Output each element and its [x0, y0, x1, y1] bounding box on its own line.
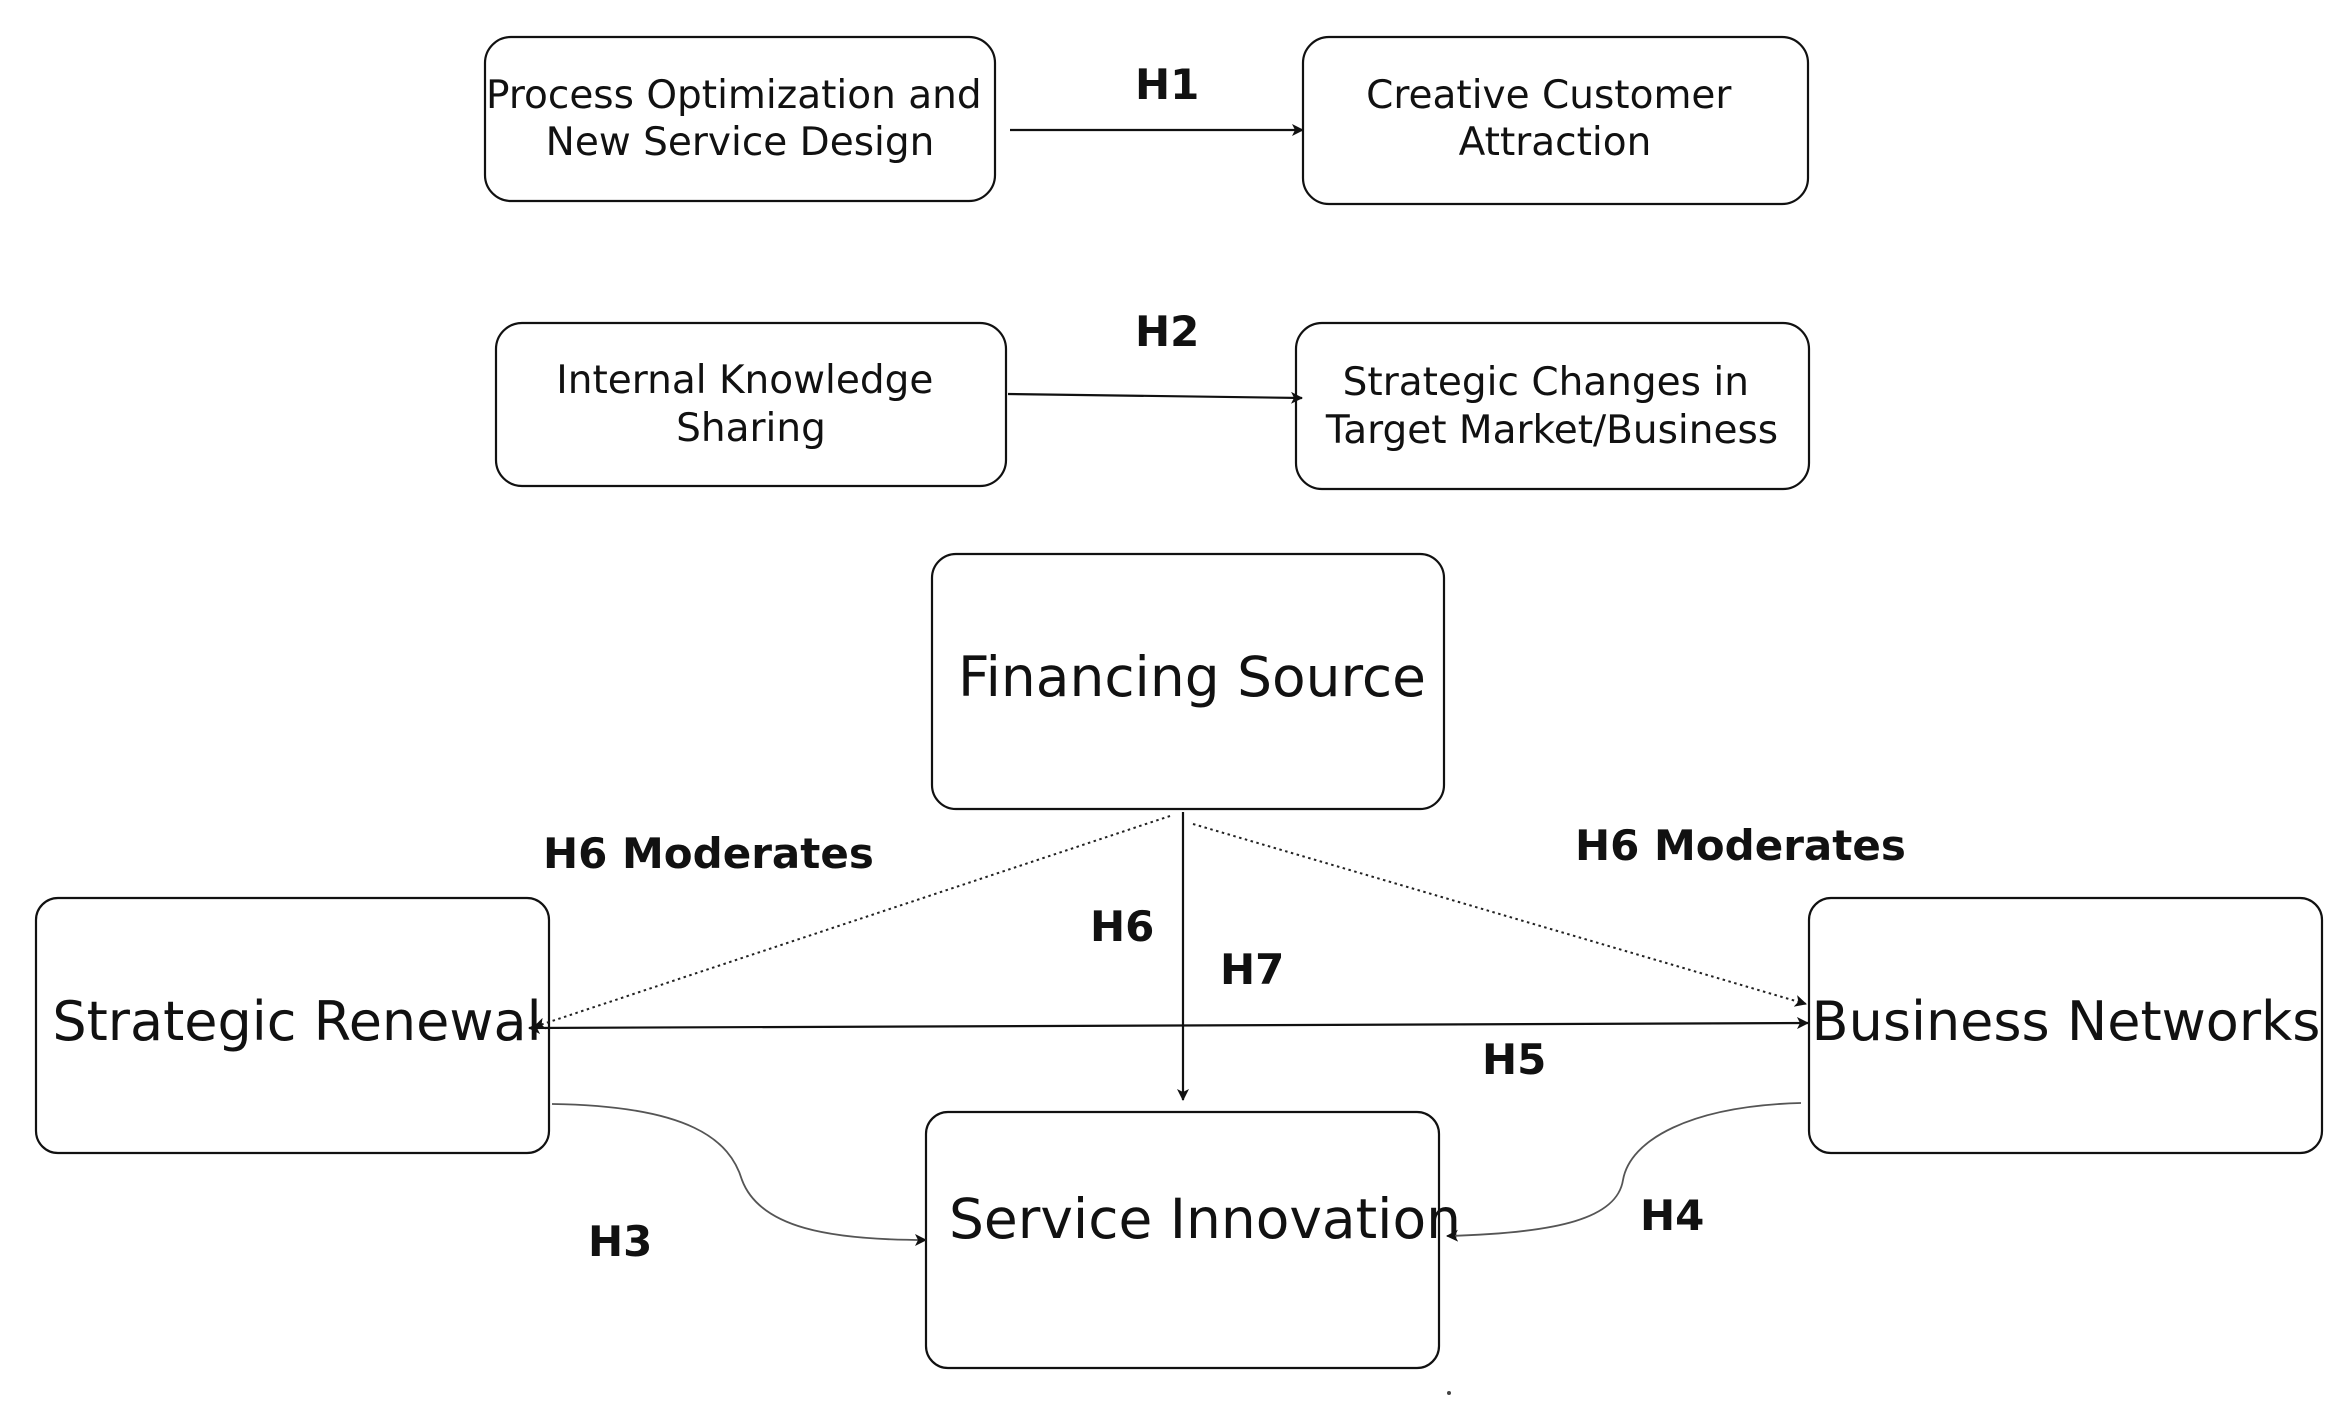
label-h1: H1 — [1135, 60, 1199, 109]
node-business-networks-label: Business Networks — [1812, 990, 2321, 1053]
label-h6: H6 — [1090, 902, 1154, 951]
label-h2: H2 — [1135, 307, 1199, 356]
svg-text:Internal Knowledge Sh: Internal Knowledge Sharing — [556, 358, 946, 451]
node-creative-customer-attraction: Creative Customer Attraction — [1301, 35, 1810, 206]
arrow-h2 — [1007, 391, 1303, 404]
label-h7: H7 — [1220, 945, 1284, 994]
node-process-optimization-line-1: Process Optimization and — [486, 73, 982, 118]
curved-arrow-h3 — [551, 1103, 927, 1246]
node-strategic-renewal: Strategic Renewal — [34, 896, 551, 1155]
dotted-arrow-h6-moderates-right — [1192, 823, 1807, 1007]
dotted-arrow-h6-moderates-left — [533, 815, 1171, 1030]
node-business-networks: Business Networks — [1807, 896, 2324, 1155]
node-creative-customer-line-1: Creative Customer — [1366, 73, 1732, 118]
svg-text:Creative Customer Att: Creative Customer Attraction — [1366, 73, 1744, 165]
node-financing-source: Financing Source — [930, 552, 1446, 811]
node-internal-knowledge-sharing: Internal Knowledge Sharing — [494, 321, 1008, 488]
node-strategic-changes: Strategic Changes in Target Market/Busin… — [1294, 321, 1811, 491]
label-h6-moderates-left: H6 Moderates — [543, 829, 874, 878]
node-strategic-changes-line-1: Strategic Changes in — [1343, 360, 1749, 405]
node-internal-knowledge-line-1: Internal Knowledge — [556, 358, 933, 403]
node-process-optimization: Process Optimization and New Service Des… — [483, 35, 997, 203]
node-strategic-changes-line-2: Target Market/Business — [1325, 408, 1778, 453]
curved-arrow-h4 — [1446, 1102, 1802, 1242]
arrow-h5-renewal-networks — [528, 1017, 1809, 1034]
label-h5: H5 — [1482, 1035, 1546, 1084]
node-service-innovation: Service Innovation — [924, 1110, 1461, 1370]
label-h4: H4 — [1640, 1191, 1704, 1240]
stray-dot — [1447, 1391, 1451, 1395]
node-strategic-renewal-label: Strategic Renewal — [52, 990, 541, 1053]
node-internal-knowledge-line-2: Sharing — [676, 406, 826, 451]
svg-text:Process Optimization and: Process Optimization and New Service Des… — [486, 73, 994, 165]
node-financing-source-label: Financing Source — [958, 645, 1426, 709]
svg-text:Strategic Changes in: Strategic Changes in Target Market/Busin… — [1325, 360, 1778, 453]
node-service-innovation-label: Service Innovation — [949, 1187, 1461, 1251]
node-creative-customer-line-2: Attraction — [1459, 120, 1652, 165]
node-process-optimization-line-2: New Service Design — [546, 120, 935, 165]
label-h6-moderates-right: H6 Moderates — [1575, 821, 1906, 870]
label-h3: H3 — [588, 1217, 652, 1266]
